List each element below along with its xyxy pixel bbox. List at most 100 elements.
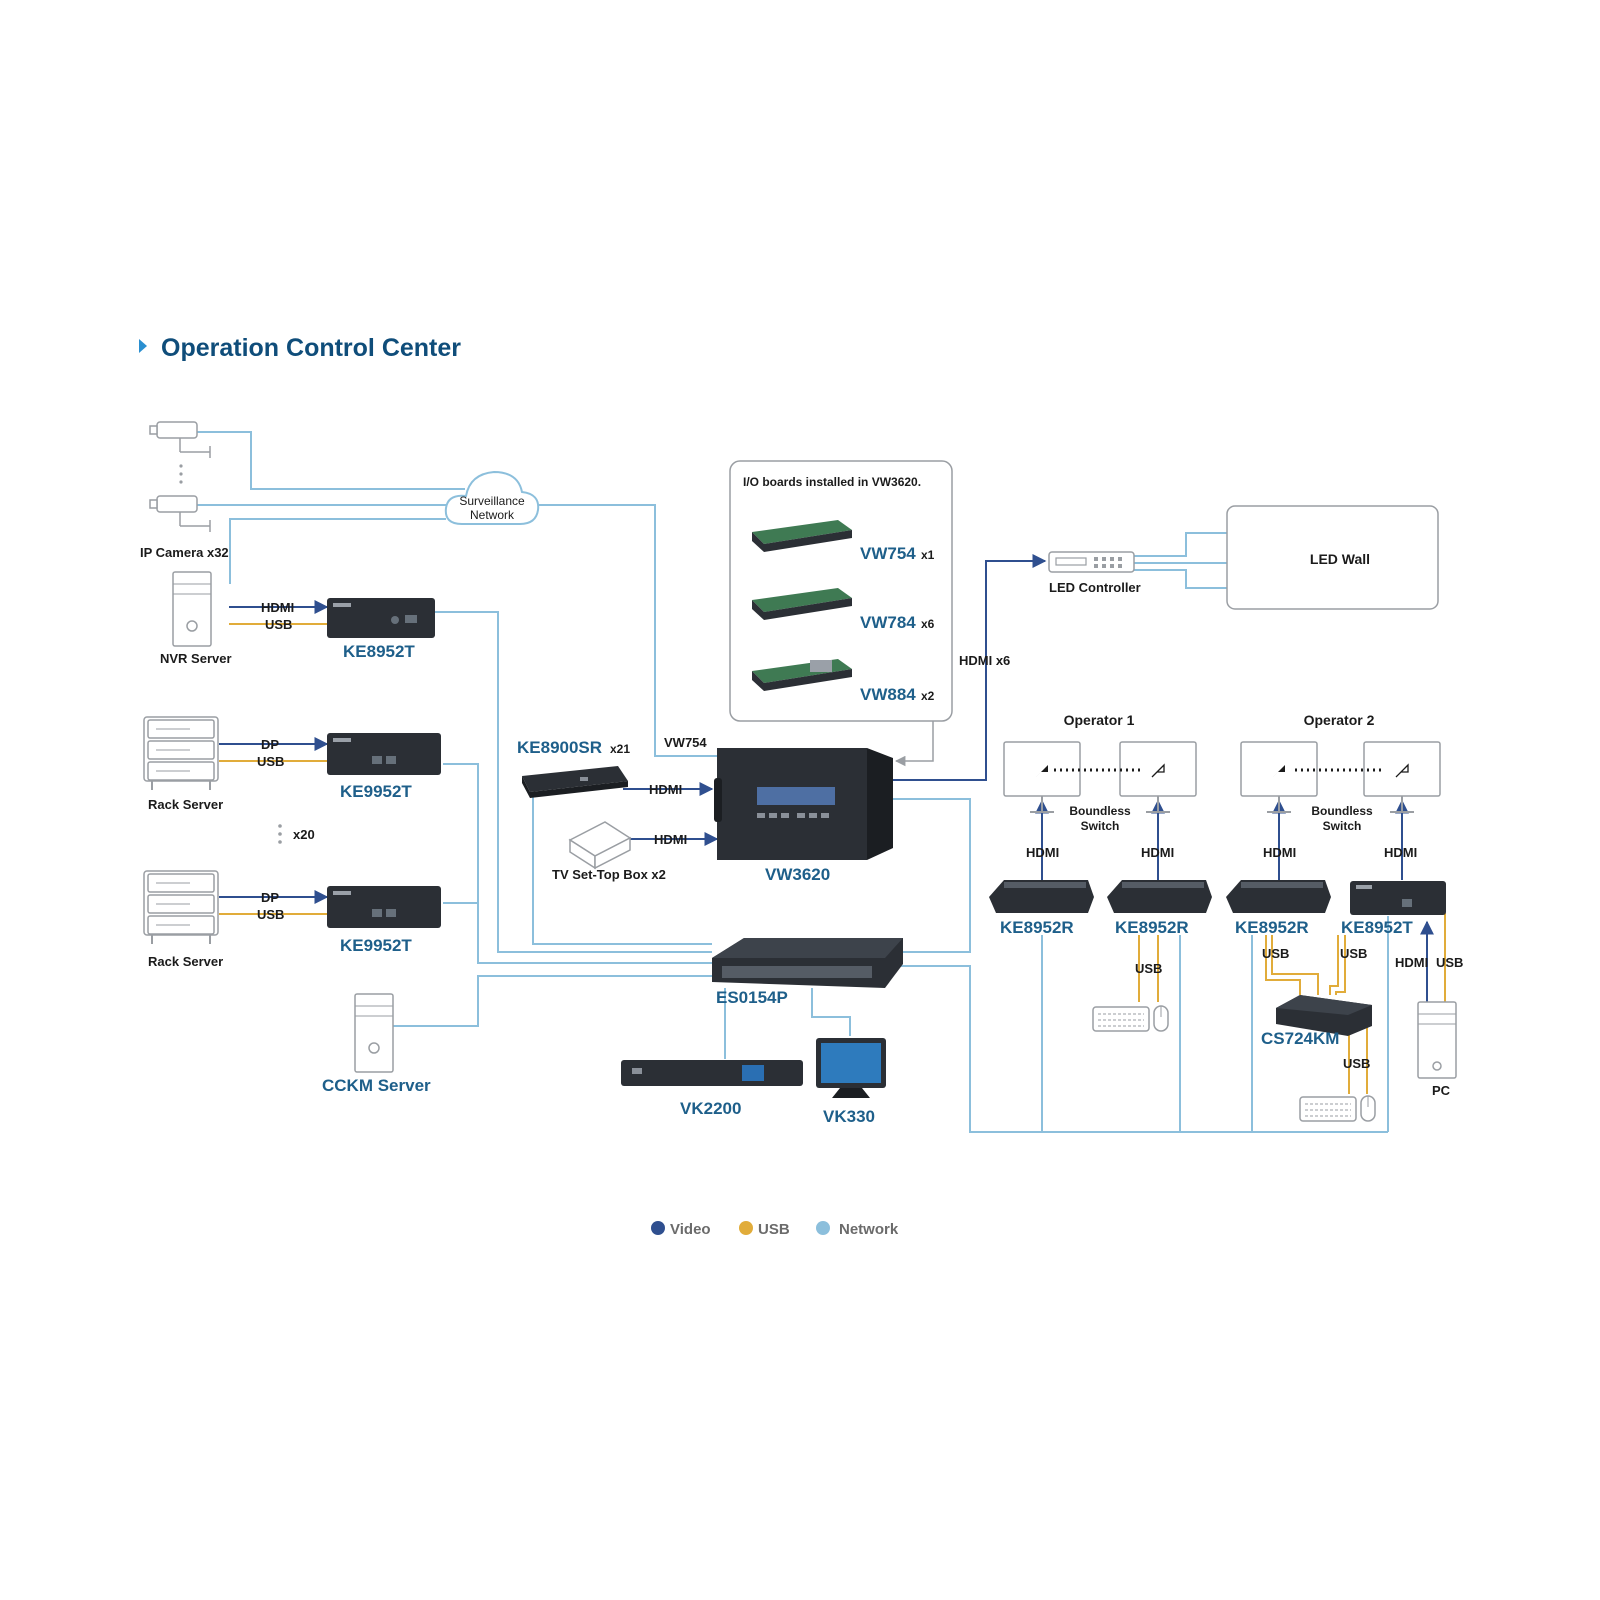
boundless-label-2a: Boundless: [1311, 804, 1373, 818]
pc-usb-label: USB: [1436, 955, 1463, 970]
operator-1-label: Operator 1: [1064, 712, 1135, 728]
rack-server-label-1: Rack Server: [148, 797, 223, 812]
cloud-label-line2: Network: [470, 508, 515, 522]
ip-camera-label: IP Camera x32: [140, 545, 229, 560]
vk2200-device: [621, 1060, 803, 1086]
boundless-label-1b: Switch: [1081, 819, 1120, 833]
keyboard-icon: [1092, 1006, 1150, 1032]
io-board-qty-1: x1: [921, 548, 935, 562]
io-board-icon: [752, 659, 852, 691]
rack-dp-label-1: DP: [261, 737, 279, 752]
video-lines: [219, 554, 1434, 1002]
vk2200-model: VK2200: [680, 1099, 741, 1118]
legend-video-label: Video: [670, 1221, 711, 1238]
nvr-hdmi-label: HDMI: [261, 600, 294, 615]
es0154p-device: [712, 938, 903, 988]
hdmi-x6-label: HDMI x6: [959, 653, 1010, 668]
ke8900sr-model: KE8900SR: [517, 738, 602, 757]
pc-hdmi-label: HDMI: [1395, 955, 1428, 970]
ke8900sr-hdmi-label: HDMI: [649, 782, 682, 797]
pc-icon: [1417, 1001, 1457, 1079]
ke8952t-model: KE8952T: [343, 642, 415, 661]
op2-hdmi-label-2: HDMI: [1384, 845, 1417, 860]
cloud-icon: [444, 470, 540, 525]
rack-server-label-2: Rack Server: [148, 954, 223, 969]
ke8952r-device-3: [1226, 880, 1331, 913]
ke8952r-device-1: [989, 880, 1094, 913]
ke9952t-model-2: KE9952T: [340, 936, 412, 955]
tv-set-top-box-icon: [568, 821, 632, 870]
monitor-icon: [1003, 741, 1081, 813]
cckm-server-label: CCKM Server: [322, 1076, 431, 1095]
ke8952r-device-2: [1107, 880, 1212, 913]
op2-hdmi-label-1: HDMI: [1263, 845, 1296, 860]
io-board-icon: [752, 588, 852, 620]
ke8952t-model-op2: KE8952T: [1341, 918, 1413, 937]
io-board-model-2: VW784: [860, 613, 916, 632]
tv-box-label: TV Set-Top Box x2: [552, 867, 666, 882]
operator-2-label: Operator 2: [1304, 712, 1375, 728]
vw3620-model: VW3620: [765, 865, 830, 884]
pc-label: PC: [1432, 1083, 1451, 1098]
cs724km-model: CS724KM: [1261, 1029, 1339, 1048]
ke8952t-device: [327, 598, 435, 638]
ke8952r-model-2: KE8952R: [1115, 918, 1189, 937]
mouse-icon: [1153, 1005, 1169, 1032]
keyboard-icon: [1299, 1096, 1357, 1122]
ke8952t-device-op2: [1350, 881, 1446, 915]
op1-hdmi-label-2: HDMI: [1141, 845, 1174, 860]
page-title: Operation Control Center: [161, 334, 461, 362]
cloud-label-line1: Surveillance: [459, 494, 525, 508]
network-lines: [189, 431, 1389, 1133]
op1-hdmi-label-1: HDMI: [1026, 845, 1059, 860]
rack-usb-label-1: USB: [257, 754, 284, 769]
op2-usb-label-1: USB: [1262, 946, 1289, 961]
io-boards-heading: I/O boards installed in VW3620.: [743, 475, 921, 489]
mouse-icon: [1360, 1095, 1376, 1122]
vw3620-device: [714, 748, 893, 860]
led-wall-label: LED Wall: [1310, 551, 1370, 567]
vk330-model: VK330: [823, 1107, 875, 1126]
io-board-icon: [752, 520, 852, 552]
ke8900sr-qty: x21: [610, 742, 630, 756]
ke8900sr-device: [522, 766, 628, 798]
led-controller-label: LED Controller: [1049, 580, 1141, 595]
nvr-usb-label: USB: [265, 617, 292, 632]
ke9952t-device-2: [327, 886, 441, 928]
monitor-icon: [1119, 741, 1197, 813]
cckm-server-icon: [354, 993, 394, 1073]
es0154p-model: ES0154P: [716, 988, 788, 1007]
monitor-icon: [1240, 741, 1318, 813]
more-dots-icon: [278, 824, 282, 844]
cs724km-usb-label: USB: [1343, 1056, 1370, 1071]
legend-video-dot: [651, 1221, 665, 1235]
nvr-server-label: NVR Server: [160, 651, 232, 666]
legend-network-dot: [816, 1221, 830, 1235]
rack-usb-label-2: USB: [257, 907, 284, 922]
legend-usb-label: USB: [758, 1221, 790, 1238]
ip-camera-icon: [149, 421, 211, 532]
ke8952r-model-1: KE8952R: [1000, 918, 1074, 937]
monitor-icon: [1363, 741, 1441, 813]
led-controller-icon: [1048, 551, 1135, 573]
ke9952t-model-1: KE9952T: [340, 782, 412, 801]
vk330-device: [816, 1038, 886, 1098]
rack-multiplier-label: x20: [293, 827, 315, 842]
boundless-label-1a: Boundless: [1069, 804, 1131, 818]
op2-usb-label-2: USB: [1340, 946, 1367, 961]
title-marker-icon: [139, 339, 147, 353]
io-board-qty-2: x6: [921, 617, 935, 631]
ke8952r-model-3: KE8952R: [1235, 918, 1309, 937]
rack-dp-label-2: DP: [261, 890, 279, 905]
io-board-connector: [894, 721, 934, 767]
legend-network-label: Network: [839, 1221, 899, 1238]
legend: Video USB Network: [651, 1221, 899, 1238]
io-board-model-3: VW884: [860, 685, 916, 704]
led-wall-box: [1226, 505, 1439, 610]
usb-lines: [219, 623, 1446, 1094]
boundless-label-2b: Switch: [1323, 819, 1362, 833]
rack-server-icon: [143, 870, 219, 944]
tv-box-hdmi-label: HDMI: [654, 832, 687, 847]
legend-usb-dot: [739, 1221, 753, 1235]
